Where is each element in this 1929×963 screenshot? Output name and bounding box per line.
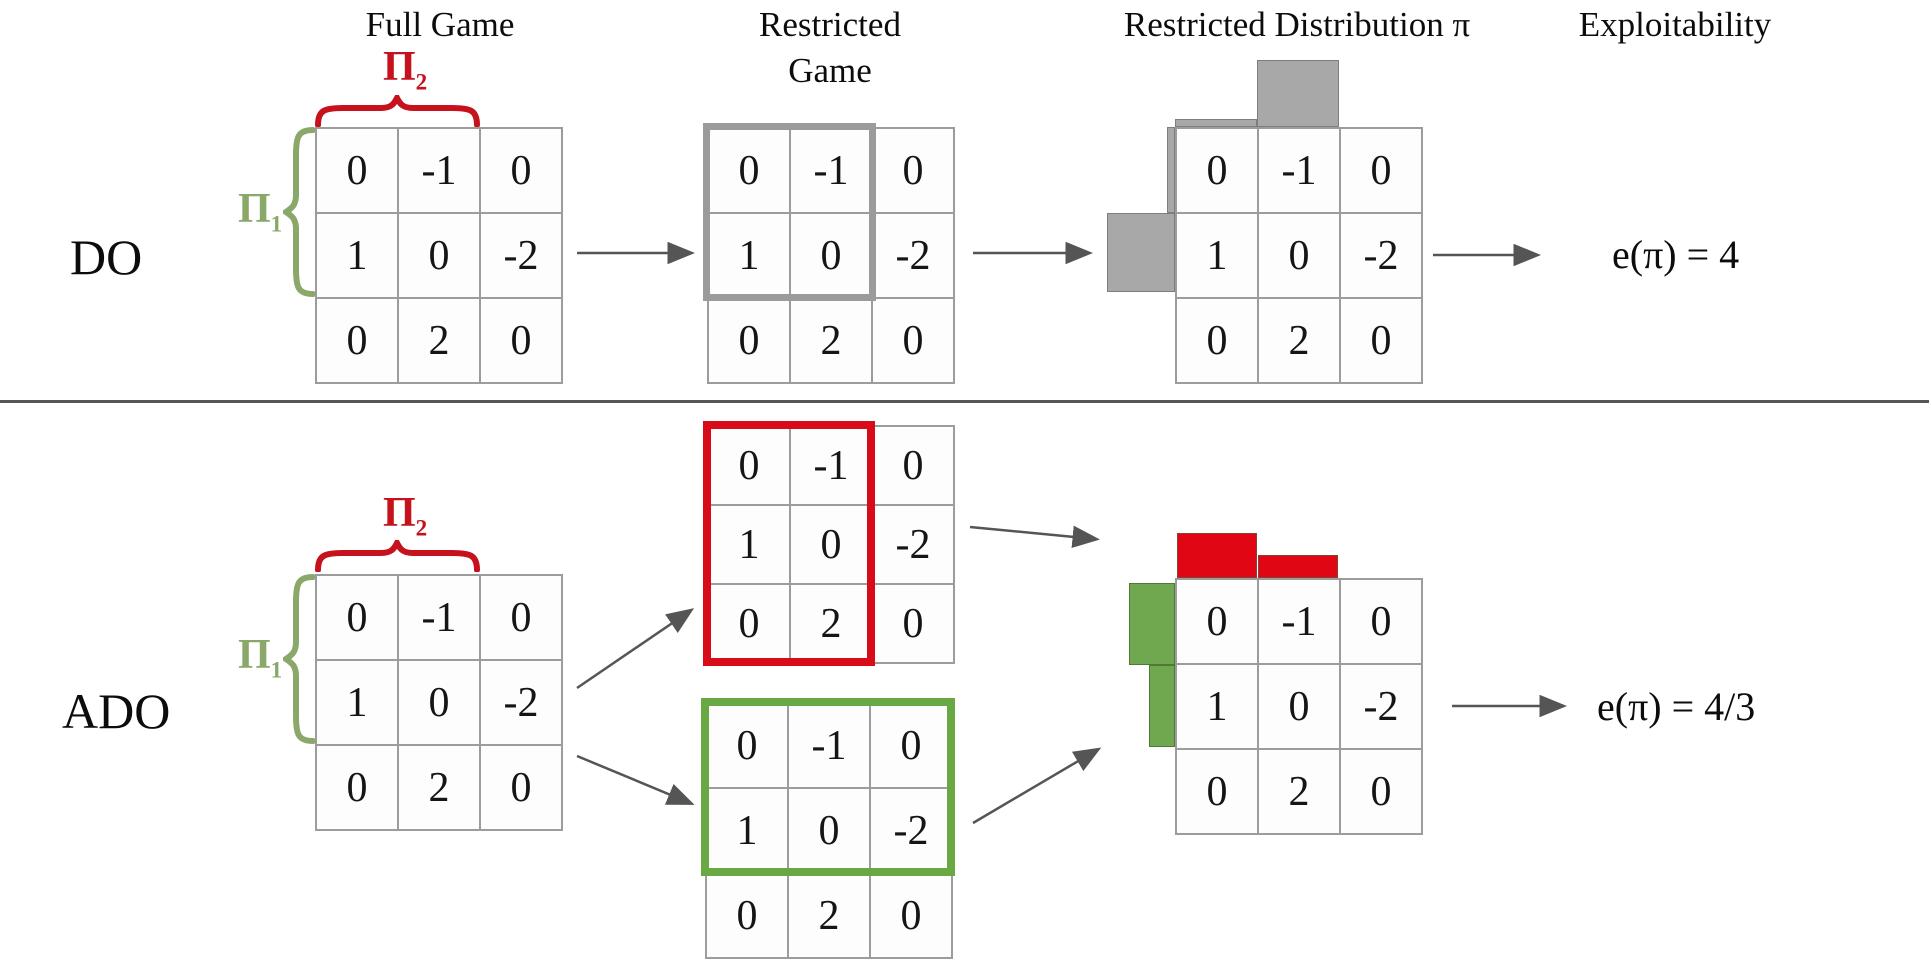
matrix-cell: 0 bbox=[872, 584, 954, 663]
matrix-cell: -2 bbox=[480, 660, 562, 745]
pi2-symbol: Π bbox=[383, 490, 416, 536]
matrix-cell: 0 bbox=[870, 873, 952, 958]
matrix-cell: 0 bbox=[708, 298, 790, 383]
matrix-cell: 1 bbox=[1176, 664, 1258, 749]
matrix-cell: 0 bbox=[872, 128, 954, 213]
pi1-brace-do bbox=[283, 127, 315, 297]
matrix-cell: -1 bbox=[398, 575, 480, 660]
restricted-distribution-header: Restricted Distribution π bbox=[1123, 5, 1471, 44]
matrix-cell: 0 bbox=[706, 873, 788, 958]
ado-full-game-matrix: 0 -1 0 1 0 -2 0 2 0 bbox=[315, 574, 563, 831]
matrix-cell: 2 bbox=[398, 298, 480, 383]
matrix-cell: 0 bbox=[398, 660, 480, 745]
pi2-brace-ado bbox=[315, 540, 480, 572]
row-divider-line bbox=[0, 400, 1929, 403]
pi2-brace-do bbox=[315, 95, 480, 127]
matrix-cell: -1 bbox=[398, 128, 480, 213]
matrix-cell: -1 bbox=[1258, 579, 1340, 664]
ado-row2-probability-bar bbox=[1149, 665, 1175, 747]
do-exploitability-value: e(π) = 4 bbox=[1612, 232, 1740, 277]
ado-col2-probability-bar bbox=[1258, 555, 1338, 578]
ado-green-selection-border bbox=[701, 698, 955, 876]
matrix-cell: 0 bbox=[480, 575, 562, 660]
matrix-cell: 0 bbox=[480, 745, 562, 830]
ado-row1-probability-bar bbox=[1129, 583, 1175, 665]
do-row2-probability-bar bbox=[1107, 213, 1175, 292]
matrix-cell: 0 bbox=[480, 298, 562, 383]
matrix-cell: 0 bbox=[480, 128, 562, 213]
pi1-label-do: Π1 bbox=[238, 188, 282, 235]
matrix-cell: 1 bbox=[316, 213, 398, 298]
pi2-subscript: 2 bbox=[415, 68, 428, 95]
matrix-cell: 0 bbox=[1176, 579, 1258, 664]
matrix-cell: 0 bbox=[1176, 128, 1258, 213]
matrix-cell: -2 bbox=[480, 213, 562, 298]
matrix-cell: 0 bbox=[316, 298, 398, 383]
pi1-label-ado: Π1 bbox=[238, 634, 282, 681]
do-row1-probability-bar bbox=[1167, 127, 1175, 213]
pi2-label-do: Π2 bbox=[383, 46, 427, 93]
matrix-cell: -1 bbox=[790, 128, 872, 213]
do-row-label: DO bbox=[70, 229, 143, 285]
pi2-label-ado: Π2 bbox=[383, 492, 427, 539]
arrow-ado-green-to-distribution bbox=[972, 747, 1102, 825]
do-distribution-matrix: 0 -1 0 1 0 -2 0 2 0 bbox=[1175, 127, 1423, 384]
matrix-cell: -2 bbox=[872, 213, 954, 298]
ado-restricted-green-matrix: 0 -1 0 1 0 -2 0 2 0 bbox=[705, 702, 953, 959]
matrix-cell: 0 bbox=[398, 213, 480, 298]
matrix-cell: 2 bbox=[398, 745, 480, 830]
ado-exploitability-value: e(π) = 4/3 bbox=[1597, 684, 1756, 729]
matrix-cell: 0 bbox=[872, 426, 954, 505]
matrix-cell: 2 bbox=[788, 873, 870, 958]
full-game-header: Full Game bbox=[365, 5, 515, 44]
matrix-cell: -2 bbox=[872, 505, 954, 584]
matrix-cell: -1 bbox=[788, 703, 870, 788]
matrix-cell: 0 bbox=[1340, 298, 1422, 383]
pi2-symbol: Π bbox=[383, 44, 416, 90]
matrix-cell: 1 bbox=[1176, 213, 1258, 298]
arrow-ado-red-to-distribution bbox=[969, 525, 1100, 549]
pi1-subscript: 1 bbox=[270, 210, 283, 237]
matrix-cell: -1 bbox=[1258, 128, 1340, 213]
matrix-cell: -2 bbox=[1340, 213, 1422, 298]
do-col1-probability-bar bbox=[1175, 119, 1257, 127]
do-full-game-matrix: 0 -1 0 1 0 -2 0 2 0 bbox=[315, 127, 563, 384]
arrow-ado-full-to-red-restricted bbox=[576, 608, 695, 690]
restricted-game-header-line1: Restricted bbox=[759, 5, 901, 44]
matrix-cell: 0 bbox=[316, 745, 398, 830]
matrix-cell: 2 bbox=[1258, 298, 1340, 383]
do-restricted-selection-border bbox=[703, 123, 876, 301]
ado-distribution-matrix: 0 -1 0 1 0 -2 0 2 0 bbox=[1175, 578, 1423, 835]
matrix-cell: 2 bbox=[1258, 749, 1340, 834]
ado-red-selection-border bbox=[703, 421, 875, 666]
do-col2-probability-bar bbox=[1257, 60, 1339, 127]
pi1-symbol: Π bbox=[238, 632, 271, 678]
matrix-cell: 0 bbox=[872, 298, 954, 383]
do-restricted-game-matrix: 0 -1 0 1 0 -2 0 2 0 bbox=[707, 127, 955, 384]
matrix-cell: 0 bbox=[316, 128, 398, 213]
pi2-subscript: 2 bbox=[415, 514, 428, 541]
ado-col1-probability-bar bbox=[1177, 533, 1257, 578]
matrix-cell: 0 bbox=[1176, 749, 1258, 834]
matrix-cell: -1 bbox=[790, 426, 872, 505]
matrix-cell: 0 bbox=[1340, 128, 1422, 213]
ado-row-label: ADO bbox=[62, 683, 171, 739]
matrix-cell: 0 bbox=[316, 575, 398, 660]
matrix-cell: 0 bbox=[1258, 213, 1340, 298]
matrix-cell: 0 bbox=[1258, 664, 1340, 749]
pi1-brace-ado bbox=[283, 574, 315, 744]
matrix-cell: 0 bbox=[1176, 298, 1258, 383]
arrow-ado-full-to-green-restricted bbox=[576, 754, 695, 805]
matrix-cell: 0 bbox=[1340, 579, 1422, 664]
exploitability-header: Exploitability bbox=[1578, 5, 1772, 44]
restricted-game-header-line2: Game bbox=[788, 51, 872, 90]
pi1-symbol: Π bbox=[238, 186, 271, 232]
matrix-cell: -2 bbox=[1340, 664, 1422, 749]
matrix-cell: -2 bbox=[870, 788, 952, 873]
pi1-subscript: 1 bbox=[270, 656, 283, 683]
matrix-cell: 1 bbox=[316, 660, 398, 745]
matrix-cell: 0 bbox=[1340, 749, 1422, 834]
matrix-cell: 2 bbox=[790, 298, 872, 383]
